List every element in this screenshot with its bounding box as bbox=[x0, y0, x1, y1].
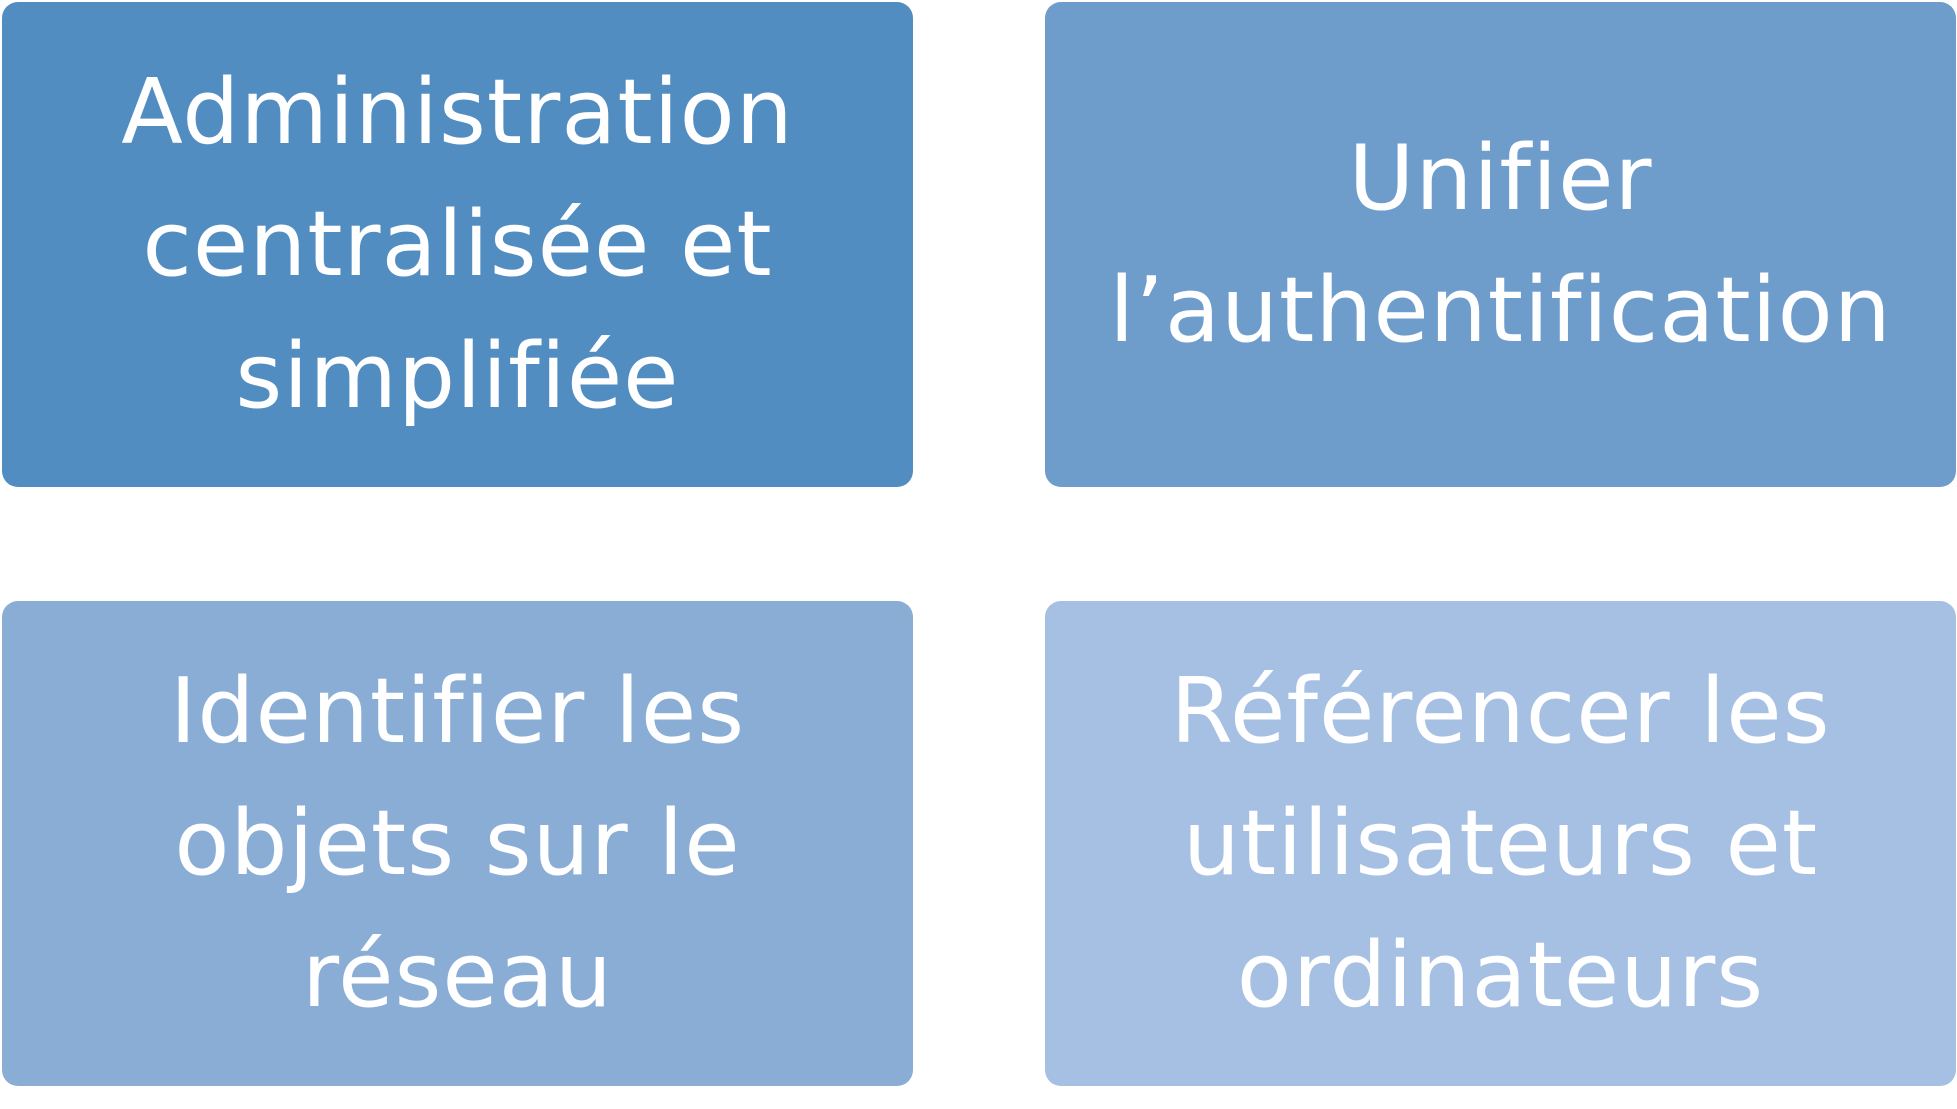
box-label: Identifier les objets sur le réseau bbox=[169, 658, 746, 1028]
box-label: Unifier l’authentification bbox=[1109, 125, 1892, 363]
box-label: Référencer les utilisateurs et ordinateu… bbox=[1170, 658, 1831, 1028]
box-identify-objects: Identifier les objets sur le réseau bbox=[2, 601, 913, 1086]
box-label: Administration centralisée et simplifiée bbox=[121, 59, 794, 429]
box-centralized-admin: Administration centralisée et simplifiée bbox=[2, 2, 913, 487]
box-unify-auth: Unifier l’authentification bbox=[1045, 2, 1956, 487]
box-reference-users: Référencer les utilisateurs et ordinateu… bbox=[1045, 601, 1956, 1086]
